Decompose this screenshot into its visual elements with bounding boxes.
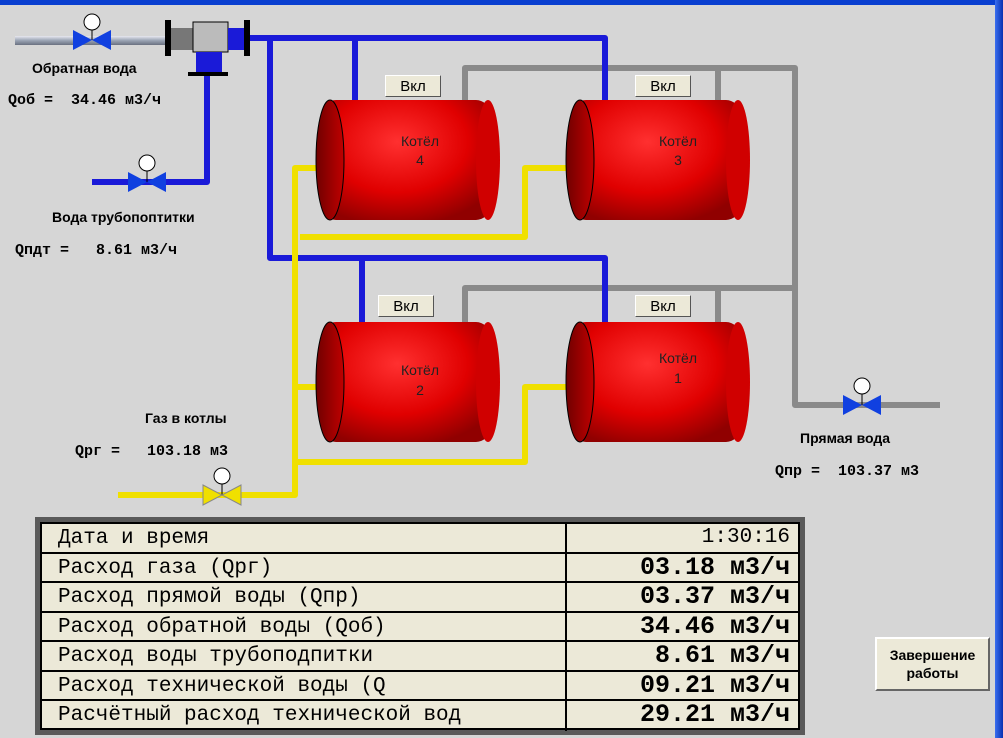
boiler-3-on-button[interactable]: Вкл [635,75,691,97]
window-border [995,0,1003,738]
boiler-number: 4 [416,152,424,168]
row-value: 09.21 м3/ч [639,670,790,700]
table-row: Расход газа (Qрг) 03.18 м3/ч [42,552,798,583]
row-value: 03.18 м3/ч [639,552,790,582]
row-label: Расход прямой воды (Qпр) [42,583,567,611]
table-row: Расход технической воды (Q 09.21 м3/ч [42,670,798,701]
boiler-2-on-button[interactable]: Вкл [378,295,434,317]
row-value: 34.46 м3/ч [639,611,790,641]
boiler-1-on-button[interactable]: Вкл [635,295,691,317]
boiler-number: 3 [674,152,682,168]
return-water-label: Обратная вода [32,60,137,76]
boiler-label: Котёл [401,133,439,149]
table-row: Расход обратной воды (Qоб) 34.46 м3/ч [42,611,798,642]
row-value: 03.37 м3/ч [639,582,790,611]
boiler-4-on-button[interactable]: Вкл [385,75,441,97]
row-label: Расход воды трубоподпитки [42,642,567,670]
boiler-label: Котёл [659,350,697,366]
gas-flow: Qрг = 103.18 м3 [75,443,228,460]
boiler-number: 2 [416,382,424,398]
return-water-valve-icon[interactable] [73,13,111,50]
row-label: Расход газа (Qрг) [42,553,567,581]
exit-button[interactable]: Завершение работы [875,637,990,691]
boiler-4: Котёл 4 [315,99,500,221]
boiler-2: Котёл 2 [315,321,500,443]
makeup-water-valve-icon[interactable] [128,154,166,192]
boiler-3: Котёл 3 [565,99,750,221]
makeup-water-label: Вода трубопоптитки [52,209,195,225]
pump-icon [165,20,250,76]
row-value: 8.61 м3/ч [654,641,790,670]
boiler-number: 1 [674,370,682,386]
row-label: Расход технической воды (Q [42,671,567,699]
gas-label: Газ в котлы [145,410,227,426]
boiler-1: Котёл 1 [565,321,750,443]
row-label: Расход обратной воды (Qоб) [42,612,567,640]
table-row: Дата и время 1:30:16 [42,524,798,554]
return-water-flow: Qоб = 34.46 м3/ч [8,92,161,109]
direct-water-flow: Qпр = 103.37 м3 [775,463,919,480]
readings-table: Дата и время 1:30:16 Расход газа (Qрг) 03.… [35,517,805,735]
table-row: Расход прямой воды (Qпр) 03.37 м3/ч [42,583,798,613]
boiler-label: Котёл [659,133,697,149]
table-row: Расчётный расход технической вод 29.21 м3… [42,701,798,731]
boiler-label: Котёл [401,362,439,378]
row-value: 29.21 м3/ч [639,700,790,729]
makeup-water-flow: Qпдт = 8.61 м3/ч [15,242,177,259]
row-label: Расчётный расход технической вод [42,701,567,731]
title-bar [0,0,1003,5]
direct-water-label: Прямая вода [800,430,890,446]
gas-valve-icon[interactable] [202,467,242,506]
row-value: 1:30:16 [701,526,790,549]
row-label: Дата и время [42,524,567,552]
table-row: Расход воды трубоподпитки 8.61 м3/ч [42,642,798,672]
direct-water-valve-icon[interactable] [843,377,881,415]
